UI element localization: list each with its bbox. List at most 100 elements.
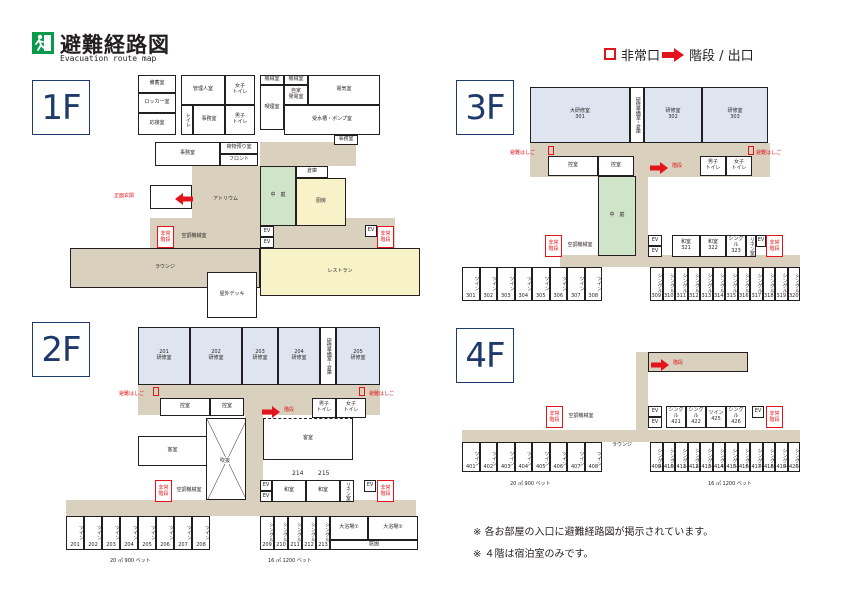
men-toilet: 男子 トイレ (312, 398, 336, 418)
room-number: 411 (676, 464, 687, 470)
women-toilet: 女子 トイレ (336, 398, 366, 418)
floor-label-2f: 2F (32, 322, 90, 377)
room-type-label: シングル (781, 273, 788, 293)
room-number: 211 (290, 542, 300, 548)
room-type-label: ツイン (543, 275, 550, 291)
large-bath-2: 大浴場② (368, 516, 418, 540)
room-number: 307 (570, 293, 581, 299)
luggage-room: 荷物預り室 (220, 142, 258, 154)
ev-2f-b: EV (260, 491, 272, 502)
escape-ladder-label: 避難はしご (510, 150, 536, 156)
room-type-label: シングル (310, 522, 316, 542)
warehouse: 倉庫 (296, 166, 328, 178)
top-building (648, 352, 748, 372)
ev-3f-a: EV (648, 235, 662, 246)
aircon-room: 空調機械室 (181, 233, 207, 240)
emergency-stairs: 非常 階段 (545, 235, 562, 257)
restaurant: レストラン (260, 248, 420, 296)
corridor (66, 500, 416, 516)
twin-room-caption: 20 ㎡ 900 ベット (510, 481, 551, 487)
room-202: 202 研修室 (190, 327, 242, 385)
arrow-right-icon (651, 356, 669, 375)
room-number: 315 (726, 293, 737, 299)
stairs-label: 階段 (672, 163, 683, 169)
manager-room: 管理人室 (181, 75, 225, 105)
room-number: 305 (535, 293, 546, 299)
stairs-exit-legend-label: 階段 / 出口 (689, 49, 754, 64)
guest-room: 客室 (138, 436, 206, 466)
floor-label-1f: 1F (32, 80, 90, 135)
corridor (560, 255, 800, 267)
ev-3f-b: EV (648, 246, 662, 257)
arrow-right-icon (662, 47, 684, 66)
room-type-label: ツイン (508, 450, 515, 466)
ev-4f-a: EV (648, 406, 662, 417)
equipment-room: 研修準備室・倉庫 (320, 327, 336, 385)
corridor (260, 142, 356, 166)
waiting-room-1: 控室 (160, 398, 210, 416)
lounge-label: ラウンジ (612, 442, 633, 448)
room-number: 313 (701, 293, 712, 299)
room-205: 205 研修室 (336, 327, 380, 385)
room-type-label: シングル (282, 522, 288, 542)
machine-room-1: 機械室 (260, 75, 284, 85)
room-type-label: シングル (731, 273, 738, 293)
office-small: 事務室 (193, 105, 225, 135)
room-number: 204 (124, 542, 134, 548)
room-number: 308 (588, 293, 599, 299)
room-type-label: シングル (794, 448, 800, 468)
room-number: 201 (70, 542, 80, 548)
room-type-label: シングル (731, 448, 738, 468)
ev-1f-b: EV (260, 237, 274, 248)
linen-room: リネン室 (746, 235, 756, 257)
room-number: 405 (535, 464, 546, 470)
room-204: 204 研修室 (278, 327, 320, 385)
room-type-label: ツイン (526, 450, 532, 466)
room-number: 309 (651, 293, 662, 299)
room-number: 205 (142, 542, 152, 548)
emergency-stairs: 非常 階段 (766, 235, 783, 257)
aircon-room: 空調機械室 (567, 242, 593, 249)
room-type-label: ツイン (186, 524, 192, 540)
room-number: 318 (763, 293, 774, 299)
arrow-right-icon (650, 159, 668, 178)
room-type-label: シングル (781, 448, 788, 468)
toilet: トイレ (181, 105, 193, 135)
corridor (636, 177, 648, 257)
note-4f-lodging-only: ※ ４階は宿泊室のみです。 (473, 549, 594, 560)
guest-room: 客室 (263, 418, 353, 460)
room-type-label: ツイン (543, 450, 550, 466)
room-type-label: ツイン (578, 275, 585, 291)
escape-ladder-label: 避難はしご (756, 150, 782, 156)
room-type-label: ツイン (78, 524, 84, 540)
room-type-label: ツイン (473, 450, 480, 466)
room-303: 研修室 303 (702, 87, 768, 143)
guest-room-307: ツイン 307 (567, 267, 585, 301)
room-number: 207 (178, 542, 188, 548)
room-type-label: シングル (656, 273, 663, 293)
room-number: 316 (738, 293, 749, 299)
room-number: 418 (763, 464, 774, 470)
